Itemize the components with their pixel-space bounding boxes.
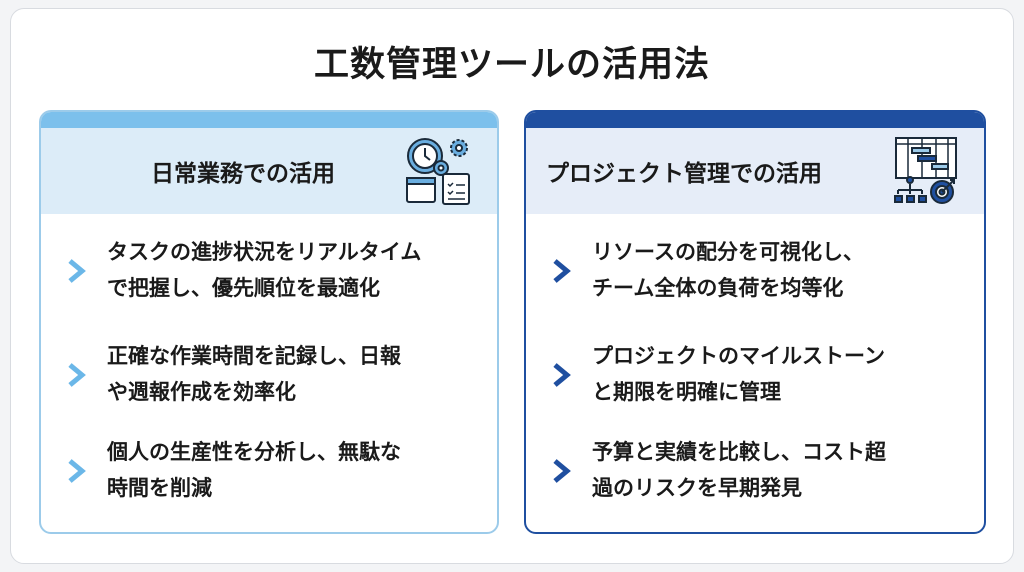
item-line: と期限を明確に管理 <box>592 380 781 404</box>
daily-work-card: 日常業務での活用 タスクの進捗状況をリアルタイムで把握し、優先順位を最適化 正確… <box>39 110 499 534</box>
item-line: 予算と実績を比較し、コスト超 <box>592 440 886 464</box>
item-line: や週報作成を効率化 <box>107 380 296 404</box>
chevron-right-icon <box>553 259 571 283</box>
page-title: 工数管理ツールの活用法 <box>313 45 710 85</box>
card-accent-strip <box>41 112 497 128</box>
item-line: プロジェクトのマイルストーン <box>592 344 885 368</box>
list-item: 予算と実績を比較し、コスト超過のリスクを早期発見 <box>526 434 984 514</box>
chevron-right-icon <box>68 459 86 483</box>
list-item: タスクの進捗状況をリアルタイムで把握し、優先順位を最適化 <box>41 234 497 314</box>
chevron-right-icon <box>553 459 571 483</box>
item-line: で把握し、優先順位を最適化 <box>107 276 380 300</box>
card-accent-strip <box>526 112 984 128</box>
item-line: リソースの配分を可視化し、 <box>592 240 864 264</box>
list-item: プロジェクトのマイルストーンと期限を明確に管理 <box>526 338 984 418</box>
card-heading: プロジェクト管理での活用 <box>546 161 822 187</box>
item-line: チーム全体の負荷を均等化 <box>592 276 844 300</box>
list-item: リソースの配分を可視化し、チーム全体の負荷を均等化 <box>526 234 984 314</box>
item-line: 個人の生産性を分析し、無駄な <box>107 440 401 464</box>
gantt-org-target-icon <box>894 137 957 204</box>
chevron-right-icon <box>68 259 86 283</box>
project-management-card: プロジェクト管理での活用 リソースの配分を可視化し、チーム全体の負荷を均等化 プ… <box>524 110 986 534</box>
list-item: 個人の生産性を分析し、無駄な時間を削減 <box>41 434 497 514</box>
card-header: プロジェクト管理での活用 <box>526 128 984 214</box>
chevron-right-icon <box>553 363 571 387</box>
item-line: 正確な作業時間を記録し、日報 <box>107 344 401 368</box>
clock-gears-calendar-checklist-icon <box>406 138 470 205</box>
item-line: 過のリスクを早期発見 <box>592 476 802 500</box>
card-heading: 日常業務での活用 <box>151 161 335 187</box>
item-line: 時間を削減 <box>107 476 212 500</box>
list-item: 正確な作業時間を記録し、日報や週報作成を効率化 <box>41 338 497 418</box>
chevron-right-icon <box>68 363 86 387</box>
card-header: 日常業務での活用 <box>41 128 497 214</box>
item-line: タスクの進捗状況をリアルタイム <box>107 240 422 264</box>
